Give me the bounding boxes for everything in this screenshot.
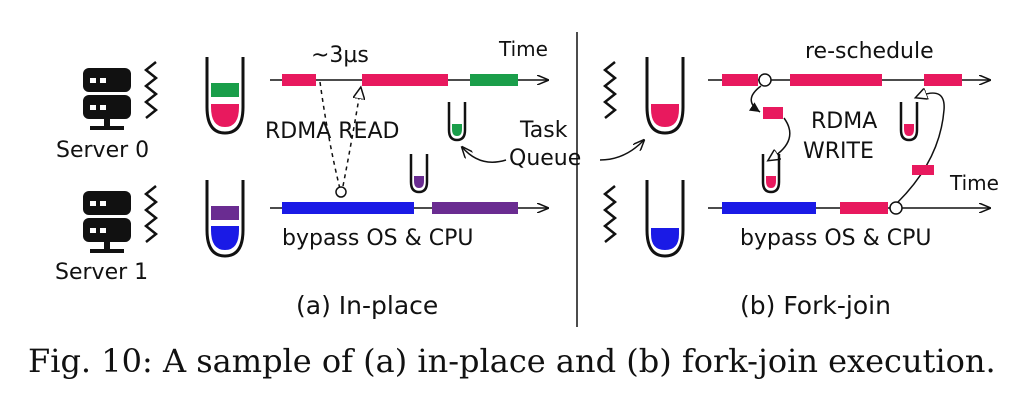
fork-point	[758, 73, 772, 87]
cpu-thread-squiggle	[143, 61, 159, 119]
cpu-thread-squiggle	[602, 185, 618, 243]
task-segment	[282, 202, 414, 214]
server-0-task-queue-b	[645, 57, 685, 135]
purple-task-tube	[409, 154, 429, 194]
task-segment	[362, 74, 448, 86]
server-0-label: Server 0	[56, 138, 149, 163]
time-label-b: Time	[949, 171, 999, 195]
rdma-read-endpoint	[335, 186, 347, 198]
bypass-label-b: bypass OS & CPU	[740, 226, 932, 251]
task-queue-arrow-left	[462, 147, 507, 163]
server-1-task-queue-b	[645, 180, 685, 258]
remote-task-tube	[761, 154, 781, 194]
time-label: Time	[498, 37, 548, 61]
join-point	[889, 201, 903, 215]
server-1-label: Server 1	[55, 260, 148, 285]
task-segment	[722, 202, 816, 214]
reschedule-label: re-schedule	[805, 39, 934, 64]
rdma-read-dashed-arrow	[319, 81, 341, 190]
write-label: WRITE	[803, 139, 874, 164]
task-segment	[282, 74, 316, 86]
panel-b-caption: (b) Fork-join	[740, 291, 891, 320]
task-label: Task	[519, 118, 568, 143]
returned-task-tube	[899, 102, 919, 142]
task-segment	[470, 74, 518, 86]
server-1-task-queue	[205, 180, 245, 258]
rdma-label: RDMA	[811, 109, 877, 134]
rdma-read-return-arrow	[342, 92, 360, 187]
task-segment	[924, 74, 962, 86]
fork-arrow	[748, 85, 762, 113]
panel-a-caption: (a) In-place	[296, 291, 438, 320]
figure-caption: Fig. 10: A sample of (a) in-place and (b…	[28, 342, 996, 380]
cpu-thread-squiggle	[143, 185, 159, 243]
task-segment	[840, 202, 888, 214]
cpu-thread-squiggle	[602, 61, 618, 119]
task-segment	[432, 202, 518, 214]
task-segment	[790, 74, 882, 86]
returning-task	[912, 165, 934, 175]
task-segment	[722, 74, 758, 86]
join-return-arrow	[897, 93, 945, 203]
task-queue-arrow-right	[599, 140, 644, 161]
green-task-tube	[447, 102, 467, 142]
server-0-icon	[83, 68, 131, 130]
server-1-icon	[83, 191, 131, 253]
queue-label: Queue	[509, 146, 581, 171]
rdma-write-arrow	[772, 117, 791, 158]
rdma-read-label: RDMA READ	[265, 119, 399, 144]
forked-task	[763, 107, 783, 119]
latency-label: ~3µs	[311, 43, 369, 68]
server-0-task-queue	[205, 57, 245, 135]
bypass-label: bypass OS & CPU	[282, 226, 474, 251]
